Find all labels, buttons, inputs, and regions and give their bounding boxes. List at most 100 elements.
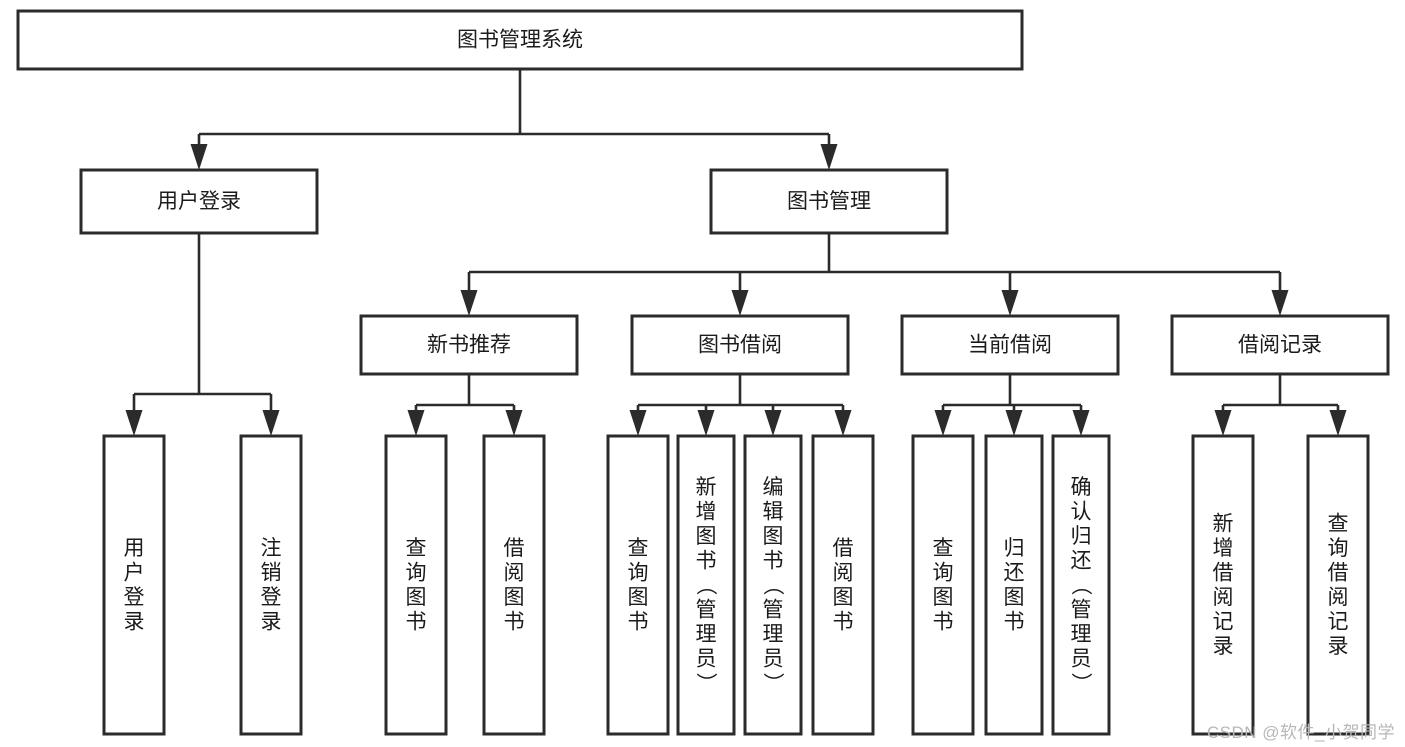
arrow-head-icon [190,144,208,170]
node-label: 当前借阅 [968,334,1052,357]
node-label-char: 注 [261,537,282,560]
node-label-char: 增 [1213,537,1234,560]
node-label-char: 录 [1213,635,1234,658]
node-label: 新书推荐 [427,334,511,357]
node-label-char: 查 [628,537,649,560]
node-label-char: 记 [1328,611,1349,634]
watermark-label: CSDN @软件_小贺同学 [1206,723,1395,742]
node-book-borrow[interactable]: 图书借阅 [630,314,850,376]
node-label-char: 书 [628,611,649,634]
node-box[interactable] [359,314,579,376]
node-label-char: 还 [1004,562,1025,585]
arrow-head-icon [834,410,852,436]
connector-group [125,233,280,436]
node-label-char: 图 [933,586,954,609]
node-label-char: 新 [1213,513,1234,536]
node-label-char: 认 [1071,500,1092,523]
node-box[interactable] [16,9,1024,71]
arrow-head-icon [820,144,838,170]
node-box[interactable] [384,434,448,736]
node-label-char: 询 [406,562,427,585]
node-label: 用户登录 [157,190,241,213]
node-label-char: 阅 [1328,586,1349,609]
node-label-char: 借 [1328,562,1349,585]
node-label-char: 书 [504,611,525,634]
arrow-head-icon [407,410,425,436]
node-box[interactable] [482,434,546,736]
arrow-head-icon [629,410,647,436]
node-new-book-rec[interactable]: 新书推荐 [359,314,579,376]
node-box[interactable] [676,434,736,736]
arrow-head-icon [125,410,143,436]
node-label-char: 户 [124,562,145,585]
node-box[interactable] [1170,314,1390,376]
arrow-head-icon [1214,410,1232,436]
node-box[interactable] [1306,434,1370,736]
node-label: 图书管理 [787,190,871,213]
node-label-char: 录 [261,611,282,634]
node-borrow-record[interactable]: 借阅记录 [1170,314,1390,376]
arrow-head-icon [934,410,952,436]
node-box[interactable] [79,168,319,235]
connector-group [934,374,1090,436]
node-label-char: 理 [763,623,784,646]
node-label-char: 编 [763,476,784,499]
node-box[interactable] [1191,434,1255,736]
node-label-char: 确 [1071,476,1092,499]
node-book-manage[interactable]: 图书管理 [709,168,949,235]
node-label-char: 管 [763,598,784,621]
node-box[interactable] [630,314,850,376]
node-root[interactable]: 图书管理系统 [16,9,1024,71]
node-label-char: 员 [1071,647,1092,670]
node-label-char: 借 [833,537,854,560]
node-label-char: 询 [933,562,954,585]
node-label-char: 图 [1004,586,1025,609]
node-box[interactable] [743,434,803,736]
node-label-char: 录 [1328,635,1349,658]
node-leaf-user-login[interactable]: 用户登录 [102,434,166,736]
node-box[interactable] [1051,434,1111,736]
node-label-char: 书 [933,611,954,634]
node-label-char: （ [694,574,717,595]
node-box[interactable] [984,434,1044,736]
node-box[interactable] [709,168,949,235]
connector-group [1214,374,1347,436]
node-layer: 图书管理系统用户登录图书管理新书推荐图书借阅当前借阅借阅记录用户登录注销登录查询… [16,9,1390,736]
connector-group [629,374,852,436]
node-label-char: 查 [1328,513,1349,536]
node-user-login[interactable]: 用户登录 [79,168,319,235]
node-box[interactable] [900,314,1120,376]
connector-group [460,233,1289,316]
node-box[interactable] [606,434,670,736]
node-box[interactable] [911,434,975,736]
node-label-char: 新 [696,476,717,499]
node-label-char: 询 [628,562,649,585]
node-label: 图书借阅 [698,334,782,357]
node-box[interactable] [811,434,875,736]
node-label-char: 销 [261,562,282,585]
node-label-char: 图 [833,586,854,609]
node-label-char: 阅 [504,562,525,585]
node-label-char: （ [1069,574,1092,595]
node-current-borrow[interactable]: 当前借阅 [900,314,1120,376]
node-label-char: 员 [763,647,784,670]
node-box[interactable] [102,434,166,736]
node-label-char: ） [694,672,717,693]
node-label-char: 记 [1213,611,1234,634]
node-box[interactable] [239,434,303,736]
node-label-char: 图 [406,586,427,609]
arrow-head-icon [1329,410,1347,436]
